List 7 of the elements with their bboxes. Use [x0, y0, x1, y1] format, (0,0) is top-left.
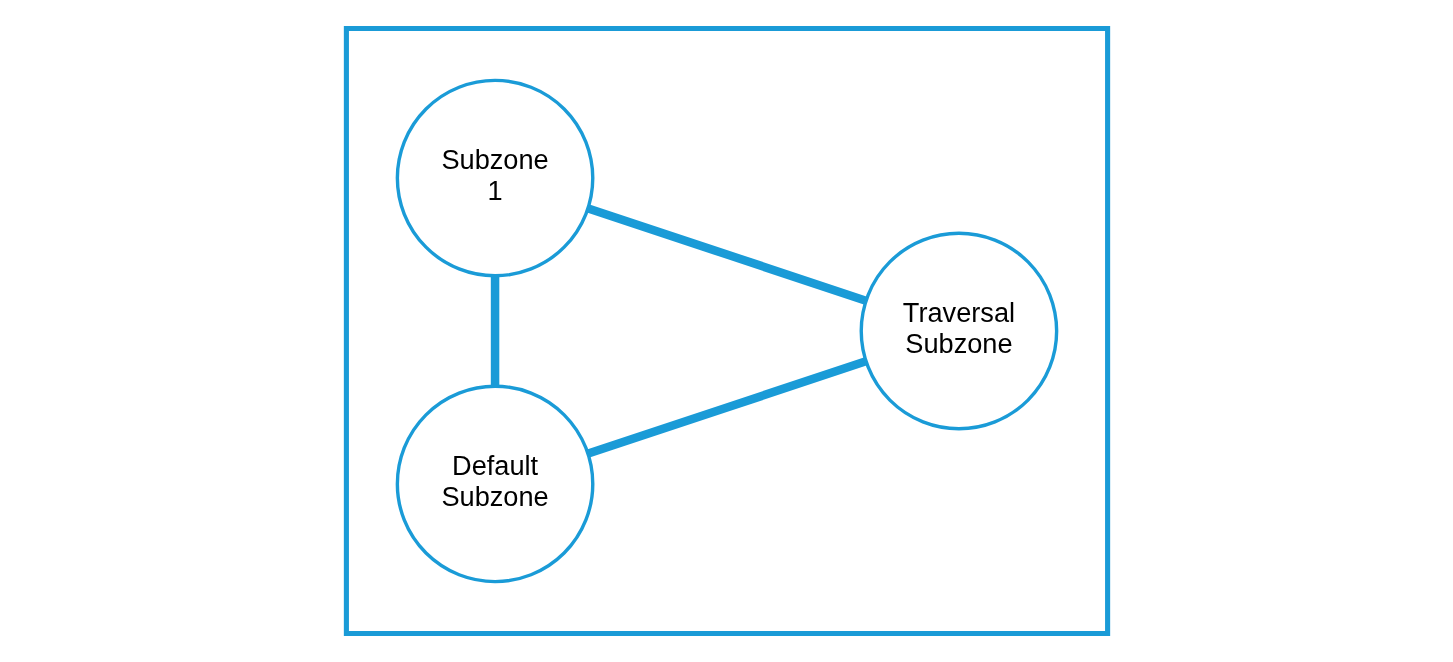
node-circle: Subzone 1: [395, 78, 594, 278]
node-circle: Traversal Subzone: [859, 231, 1058, 431]
cluster: [343, 26, 1110, 636]
connector: [586, 357, 867, 458]
connector: [586, 204, 867, 305]
node-circle: Default Subzone: [395, 384, 594, 584]
connector: [490, 276, 499, 386]
